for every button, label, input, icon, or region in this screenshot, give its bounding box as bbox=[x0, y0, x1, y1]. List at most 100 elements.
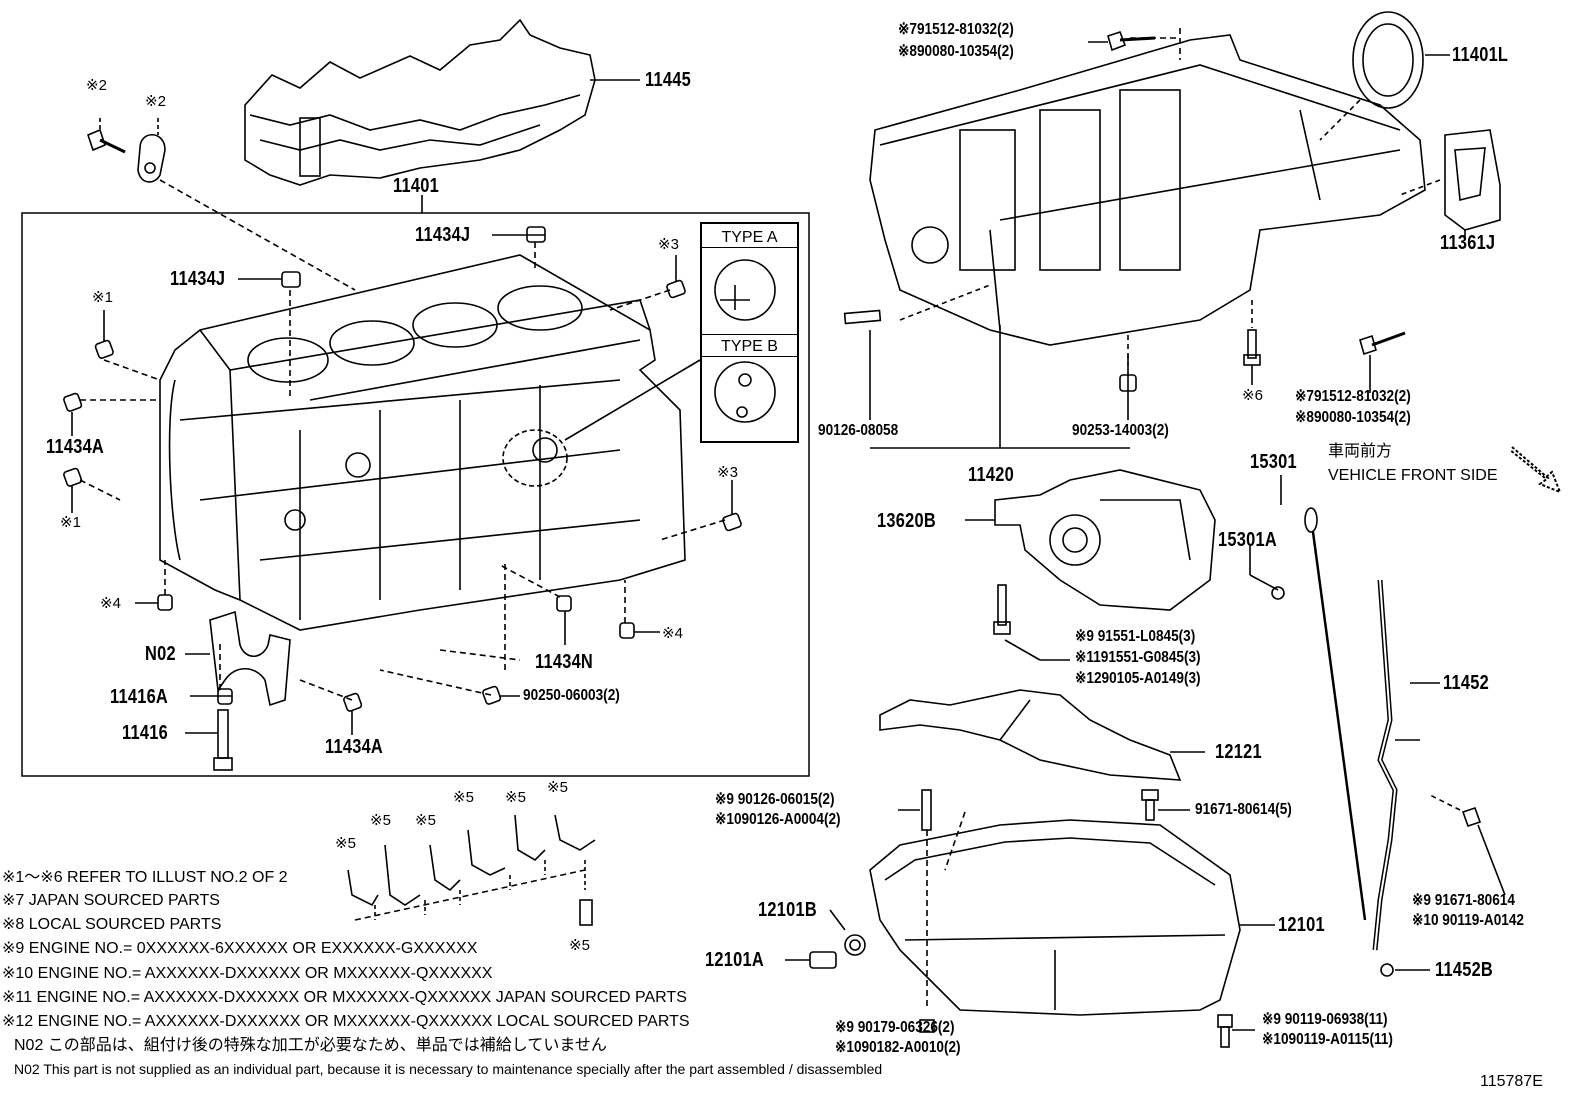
leader-lines-solid bbox=[71, 195, 733, 735]
mark-1b: ※1 bbox=[60, 514, 81, 531]
bolt-pump bbox=[993, 584, 1011, 635]
label-bolt-right-2: ※890080-10354(2) bbox=[1295, 409, 1411, 426]
label-12101A: 12101A bbox=[705, 949, 764, 971]
type-a-label: TYPE A bbox=[721, 229, 778, 246]
mark-5: ※5 bbox=[370, 812, 391, 829]
oil-seal-11401L bbox=[1352, 11, 1424, 109]
note-10: ※10 ENGINE NO.= AXXXXXX-DXXXXXX OR MXXXX… bbox=[2, 965, 493, 982]
label-11401L: 11401L bbox=[1452, 44, 1509, 66]
stud-90126-08058 bbox=[843, 309, 882, 325]
label-bolt-top-1: ※791512-81032(2) bbox=[898, 21, 1014, 38]
label-stud-2: ※1090126-A0004(2) bbox=[715, 811, 841, 828]
mark-3b: ※3 bbox=[717, 464, 738, 481]
label-11416: 11416 bbox=[122, 722, 168, 744]
label-90126-08058: 90126-08058 bbox=[818, 422, 899, 439]
dipstick-15301 bbox=[1304, 507, 1367, 921]
mark-1a: ※1 bbox=[92, 289, 113, 306]
mark-5: ※5 bbox=[415, 812, 436, 829]
note-9: ※9 ENGINE NO.= 0XXXXXX-6XXXXXX OR EXXXXX… bbox=[2, 940, 478, 957]
note-7: ※7 JAPAN SOURCED PARTS bbox=[2, 892, 220, 909]
oil-pan-12101 bbox=[869, 819, 1241, 1016]
mark-3a: ※3 bbox=[658, 236, 679, 253]
label-11434N: 11434N bbox=[535, 651, 594, 673]
label-11434A-b: 11434A bbox=[325, 736, 384, 758]
label-11452: 11452 bbox=[1443, 672, 1489, 694]
label-right-bolt-1: ※9 91671-80614 bbox=[1412, 892, 1515, 909]
bolt-right bbox=[1359, 331, 1406, 356]
label-90250: 90250-06003(2) bbox=[523, 687, 620, 704]
mark-4a: ※4 bbox=[100, 595, 121, 612]
label-N02: N02 bbox=[145, 643, 176, 665]
cover-11361J bbox=[1444, 129, 1501, 231]
insulator-11445-drawing bbox=[244, 18, 596, 186]
label-drain-1: ※9 90179-06326(2) bbox=[835, 1019, 955, 1036]
label-12101: 12101 bbox=[1278, 914, 1325, 936]
label-90253: 90253-14003(2) bbox=[1072, 422, 1169, 439]
mark-5: ※5 bbox=[335, 835, 356, 852]
leader-lines-block bbox=[79, 242, 726, 701]
label-oilpump-2: ※1191551-G0845(3) bbox=[1075, 649, 1201, 666]
label-13620B: 13620B bbox=[877, 510, 936, 532]
label-oilpump-3: ※1290105-A0149(3) bbox=[1075, 670, 1201, 687]
label-91671-80614-5: 91671-80614(5) bbox=[1195, 801, 1292, 818]
label-bolt-top-2: ※890080-10354(2) bbox=[898, 43, 1014, 60]
block-frame bbox=[21, 212, 810, 777]
oil-pump-13620B bbox=[994, 469, 1216, 611]
label-11434J-a: 11434J bbox=[415, 224, 471, 246]
label-12121: 12121 bbox=[1215, 741, 1262, 763]
baffle-12121 bbox=[879, 689, 1182, 781]
label-bolt-right-1: ※791512-81032(2) bbox=[1295, 388, 1411, 405]
lower-block-11420 bbox=[869, 34, 1426, 346]
drain-plug-12101A bbox=[809, 951, 837, 969]
type-divider bbox=[702, 334, 797, 335]
label-drain-2: ※1090182-A0010(2) bbox=[835, 1039, 961, 1056]
mark-2a: ※2 bbox=[86, 77, 107, 94]
cylinder-block-drawing bbox=[159, 254, 701, 631]
type-a-divider bbox=[702, 247, 797, 248]
mark-5: ※5 bbox=[547, 779, 568, 796]
front-label-jp: 車両前方 bbox=[1328, 443, 1393, 460]
mark-2b: ※2 bbox=[145, 93, 166, 110]
label-panbolt-2: ※1090119-A0115(11) bbox=[1262, 1031, 1393, 1048]
pan-bolt bbox=[1217, 1014, 1233, 1048]
label-11420: 11420 bbox=[968, 464, 1014, 486]
type-b-divider bbox=[702, 356, 797, 357]
mark-5: ※5 bbox=[453, 789, 474, 806]
label-oilpump-1: ※9 91551-L0845(3) bbox=[1075, 628, 1196, 645]
label-12101B: 12101B bbox=[758, 899, 817, 921]
type-detail-drawings bbox=[714, 259, 776, 423]
type-box: TYPE A TYPE B bbox=[700, 222, 799, 443]
note-12: ※12 ENGINE NO.= AXXXXXX-DXXXXXX OR MXXXX… bbox=[2, 1013, 690, 1030]
label-11434A-a: 11434A bbox=[46, 436, 105, 458]
label-11452B: 11452B bbox=[1435, 959, 1494, 981]
bolt-91671 bbox=[1429, 794, 1482, 828]
note-1: ※1～※6 REFER TO ILLUST NO.2 OF 2 bbox=[2, 869, 288, 886]
bearing-cap-n02 bbox=[209, 610, 291, 707]
label-stud-1: ※9 90126-06015(2) bbox=[715, 791, 835, 808]
oil-jet-brackets bbox=[347, 814, 596, 926]
label-15301: 15301 bbox=[1250, 451, 1297, 473]
figure-id: 115787E bbox=[1480, 1073, 1543, 1090]
label-panbolt-1: ※9 90119-06938(11) bbox=[1262, 1011, 1388, 1028]
label-11445: 11445 bbox=[645, 69, 691, 91]
label-right-bolt-2: ※10 90119-A0142 bbox=[1412, 912, 1524, 929]
label-11401: 11401 bbox=[393, 175, 439, 197]
label-11434J-b: 11434J bbox=[170, 268, 226, 290]
note-11: ※11 ENGINE NO.= AXXXXXX-DXXXXXX OR MXXXX… bbox=[2, 989, 687, 1006]
label-15301A: 15301A bbox=[1218, 529, 1277, 551]
mark-6: ※6 bbox=[1242, 387, 1263, 404]
label-11361J: 11361J bbox=[1440, 232, 1496, 254]
bolt-11416 bbox=[213, 709, 233, 771]
drain-bolt bbox=[919, 1019, 935, 1033]
bolt-2-drawing bbox=[87, 128, 166, 183]
label-11416A: 11416A bbox=[110, 686, 169, 708]
bolt-6 bbox=[1243, 329, 1261, 366]
mark-5: ※5 bbox=[569, 937, 590, 954]
type-b-label: TYPE B bbox=[721, 338, 778, 355]
mark-5: ※5 bbox=[505, 789, 526, 806]
bolt-91671-5 bbox=[1141, 789, 1159, 821]
front-label-en: VEHICLE FRONT SIDE bbox=[1328, 467, 1498, 484]
bolt-top bbox=[1107, 30, 1156, 52]
note-n02-en: N02 This part is not supplied as an indi… bbox=[14, 1061, 883, 1077]
